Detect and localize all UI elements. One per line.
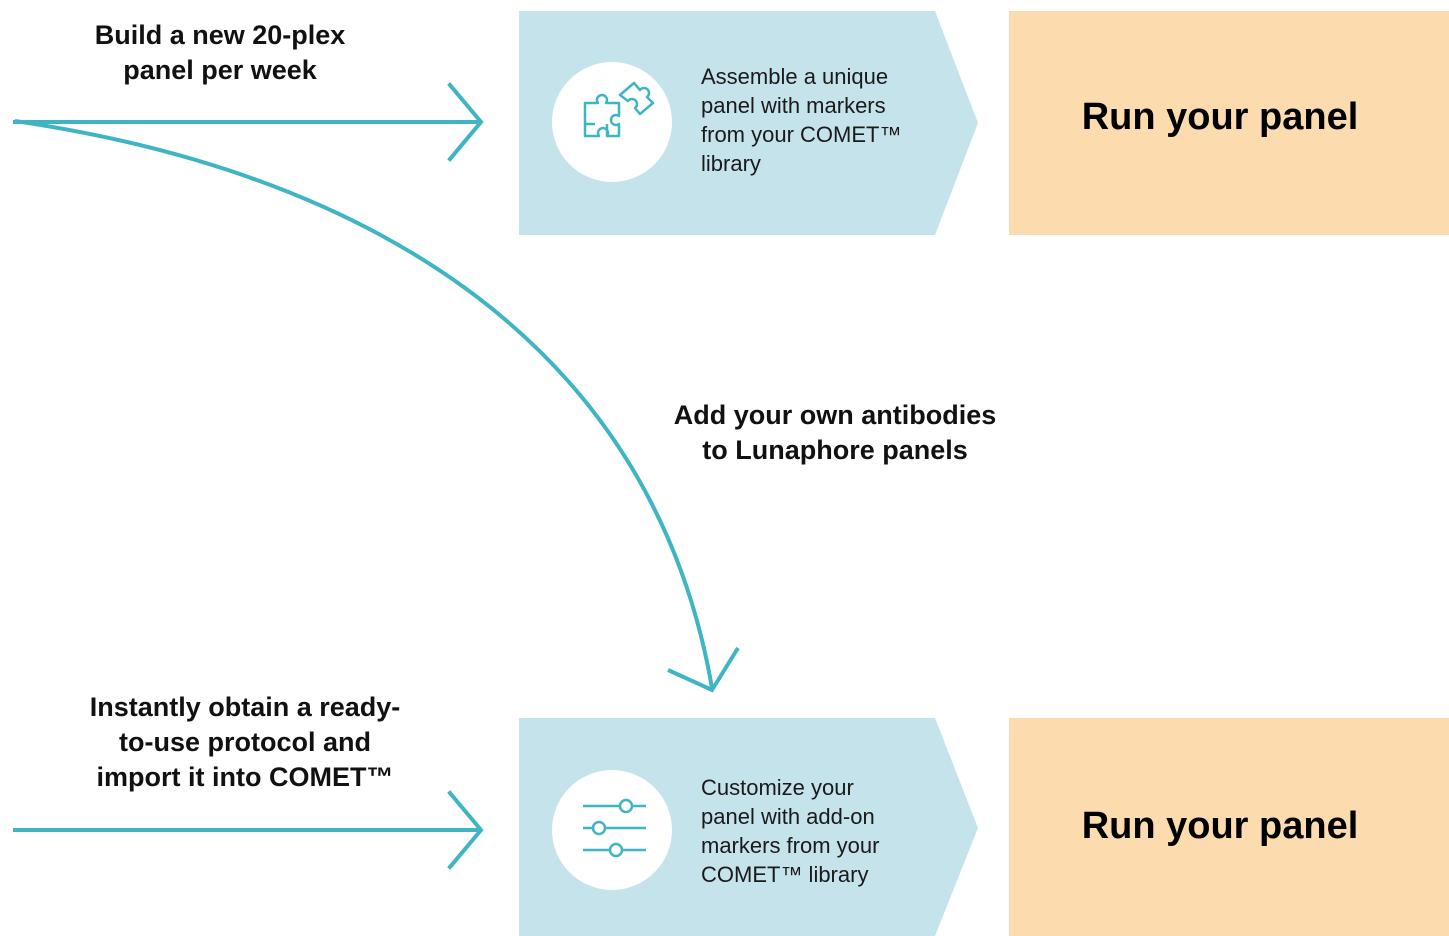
sliders-icon: [583, 798, 646, 858]
top-step-line: from your COMET™: [701, 122, 902, 147]
bottom-icon-circle: [552, 770, 672, 890]
top-step-line: panel with markers: [701, 93, 886, 118]
top-step-text: Assemble a unique panel with markers fro…: [701, 62, 941, 178]
top-label-line1: Build a new 20-plex: [94, 20, 346, 50]
bottom-label: Instantly obtain a ready- to-use protoco…: [30, 690, 460, 795]
bottom-label-line3: import it into COMET™: [96, 762, 394, 792]
bottom-label-line1: Instantly obtain a ready-: [89, 692, 401, 722]
bottom-step-line: COMET™ library: [701, 862, 869, 887]
middle-label: Add your own antibodies to Lunaphore pan…: [630, 398, 1040, 468]
top-step-line: library: [701, 151, 761, 176]
curved-arrow: [14, 119, 740, 693]
top-label: Build a new 20-plex panel per week: [40, 18, 400, 88]
middle-label-line2: to Lunaphore panels: [702, 435, 968, 465]
bottom-label-line2: to-use protocol and: [119, 727, 371, 757]
bottom-step-text: Customize your panel with add-on markers…: [701, 773, 941, 889]
bottom-arrow: [13, 790, 484, 870]
middle-label-line1: Add your own antibodies: [673, 400, 997, 430]
bottom-run-chevron: [1009, 718, 1449, 936]
top-label-line2: panel per week: [123, 55, 317, 85]
top-run-chevron: [1009, 11, 1449, 235]
bottom-run-label: Run your panel: [1081, 805, 1359, 847]
top-arrow: [13, 82, 484, 162]
top-step-line: Assemble a unique: [701, 64, 889, 89]
bottom-step-line: Customize your: [701, 775, 854, 800]
bottom-step-line: markers from your: [701, 833, 880, 858]
bottom-step-line: panel with add-on: [701, 804, 875, 829]
top-run-label: Run your panel: [1081, 96, 1359, 138]
puzzle-icon: [583, 81, 655, 138]
